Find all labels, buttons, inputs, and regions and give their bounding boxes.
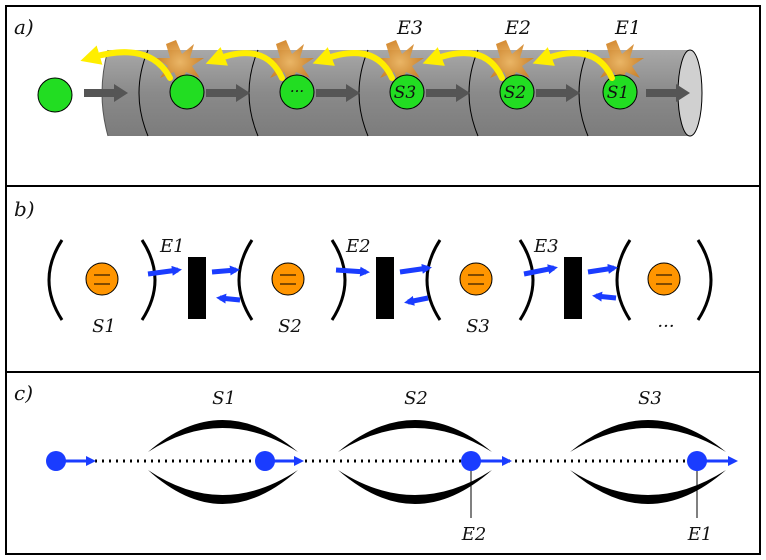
atoms: [85, 262, 681, 296]
mirror-right: [518, 239, 535, 321]
photon-arrow: [147, 265, 182, 277]
barrier: [376, 257, 394, 319]
photon-arrow: [404, 295, 429, 306]
panel-c-label: c): [14, 381, 33, 405]
panel-a: a): [5, 5, 761, 187]
panel-b: b): [5, 185, 761, 373]
flow-arrow: [536, 84, 580, 102]
transfer-arrow: [80, 45, 173, 81]
energy-label: E2: [504, 17, 531, 39]
mirror-lower: [148, 470, 298, 504]
yellow-arrows: [80, 45, 615, 81]
panel-c-frame: [5, 371, 761, 555]
flow-arrows: [84, 84, 690, 102]
system-label: S3: [638, 388, 662, 409]
cell-label: S2: [504, 83, 526, 103]
system-label: ···: [657, 316, 674, 337]
flow-arrow: [84, 84, 128, 102]
panel-a-label: a): [14, 15, 34, 39]
flow-arrow: [206, 84, 250, 102]
panel-b-label: b): [14, 197, 35, 221]
mirror-upper: [148, 420, 298, 452]
mirror-lower: [570, 470, 726, 504]
photon-arrow: [216, 293, 241, 304]
particle: [255, 451, 304, 471]
photon-arrow: [399, 263, 432, 275]
energy-label: E1: [159, 236, 185, 257]
energy-label: E1: [614, 17, 641, 39]
particle: [687, 451, 738, 471]
mirror-left: [425, 239, 442, 321]
cell: [389, 74, 425, 110]
energy-label: E2: [461, 524, 487, 545]
cavity-mirrors: [47, 239, 713, 321]
cell-label: S1: [607, 83, 629, 103]
barrier: [564, 257, 582, 319]
transfer-arrow: [422, 47, 505, 81]
cell: [602, 74, 638, 110]
transfer-arrow: [312, 47, 395, 81]
energy-label: E2: [345, 236, 371, 257]
mirror-right: [140, 239, 157, 321]
mirror-left: [47, 239, 64, 321]
system-label: S1: [92, 316, 116, 337]
energy-label: E1: [687, 524, 713, 545]
photon-arrows: [147, 263, 618, 306]
system-label: S3: [466, 316, 490, 337]
photon-arrow: [587, 263, 618, 275]
transfer-arrow: [532, 47, 615, 81]
cell: [169, 74, 205, 110]
mirror-right: [696, 239, 713, 321]
particle: [461, 451, 512, 471]
system-label: S2: [278, 316, 302, 337]
flow-arrow: [646, 84, 690, 102]
atom-icon: [459, 262, 493, 296]
particle: [46, 451, 96, 471]
energy-label: E3: [533, 236, 559, 257]
cell: [279, 74, 315, 110]
system-label: S1: [212, 388, 236, 409]
flow-arrow: [426, 84, 470, 102]
mirror-upper: [570, 420, 726, 452]
barrier: [188, 257, 206, 319]
cell-label: S3: [394, 83, 416, 103]
mirror-lower: [338, 470, 492, 504]
photon-arrow: [211, 265, 240, 276]
mirror-upper: [338, 420, 492, 452]
panel-c: c): [5, 371, 761, 555]
transfer-arrow: [205, 47, 285, 81]
cell: [499, 74, 535, 110]
flashes: [156, 40, 644, 84]
mirror-right: [330, 239, 347, 321]
atom-icon: [647, 262, 681, 296]
system-label: S2: [404, 388, 428, 409]
flow-arrow: [316, 84, 360, 102]
energy-label: E3: [396, 17, 423, 39]
atom-icon: [85, 262, 119, 296]
cell-label: ···: [290, 82, 304, 100]
mirror-left: [237, 239, 254, 321]
photon-arrow: [335, 266, 370, 277]
cell: [37, 77, 73, 113]
photon-arrow: [592, 291, 617, 302]
lens-mirrors: [148, 420, 726, 504]
mirror-left: [615, 239, 632, 321]
cells: [37, 74, 638, 113]
photon-arrow: [523, 264, 558, 277]
atom-icon: [271, 262, 305, 296]
particles: [46, 451, 738, 471]
